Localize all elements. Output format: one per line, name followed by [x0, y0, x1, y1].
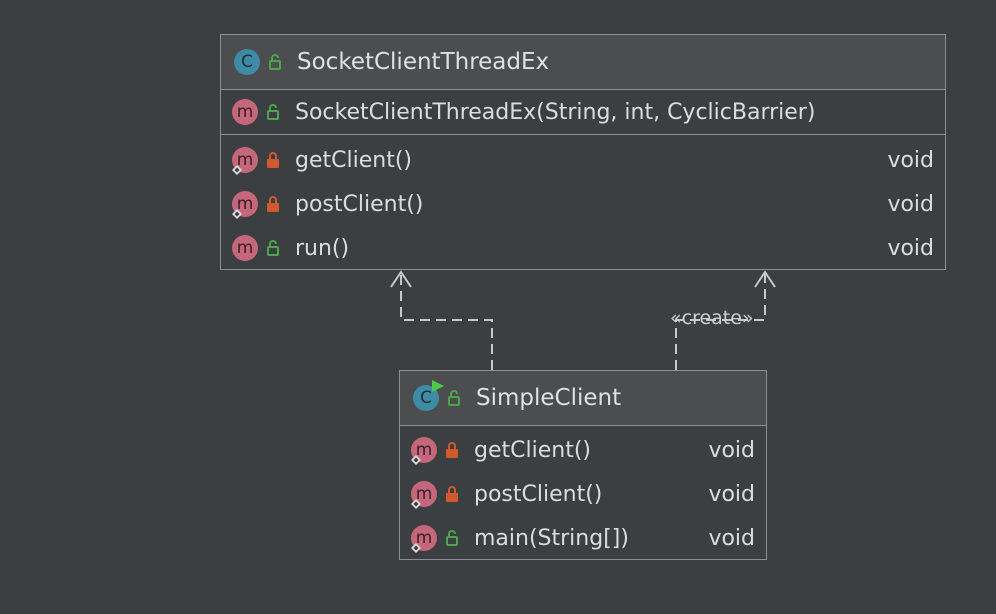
class-box-socket-client-thread-ex[interactable]: C SocketClientThreadEx m SocketClientThr… — [220, 34, 946, 270]
method-name: getClient() — [474, 437, 591, 463]
method-row[interactable]: m main(String[]) void — [400, 516, 766, 560]
create-dependency-arrowhead — [754, 270, 776, 288]
method-return-type: void — [708, 481, 755, 507]
method-icon: m — [232, 99, 258, 125]
method-return-type: void — [887, 191, 934, 217]
override-marker-icon — [411, 455, 421, 465]
method-icon: m — [232, 235, 258, 261]
methods-section: m getClient() void m postClien — [221, 135, 945, 270]
constructor-signature: SocketClientThreadEx(String, int, Cyclic… — [295, 99, 816, 125]
class-header[interactable]: C SocketClientThreadEx — [221, 35, 945, 90]
override-marker-icon — [411, 499, 421, 509]
method-row[interactable]: m getClient() void — [400, 428, 766, 472]
method-icon: m — [411, 481, 437, 509]
method-return-type: void — [708, 525, 755, 551]
method-row[interactable]: m run() void — [221, 226, 945, 270]
method-name: run() — [295, 235, 350, 261]
method-name: postClient() — [474, 481, 603, 507]
class-icon: C — [413, 380, 444, 411]
method-icon: m — [232, 147, 258, 175]
method-return-type: void — [887, 235, 934, 261]
methods-section: m getClient() void m postClien — [400, 426, 766, 560]
method-return-type: void — [887, 147, 934, 173]
method-icon: m — [411, 525, 437, 553]
method-name: getClient() — [295, 147, 412, 173]
override-marker-icon — [411, 543, 421, 553]
private-visibility-icon — [446, 486, 458, 502]
private-visibility-icon — [446, 442, 458, 458]
constructor-section: m SocketClientThreadEx(String, int, Cycl… — [221, 90, 945, 135]
dependency-line-left — [400, 272, 493, 370]
public-visibility-icon — [267, 240, 279, 256]
override-marker-icon — [232, 209, 242, 219]
override-marker-icon — [232, 165, 242, 175]
method-icon: m — [232, 191, 258, 219]
class-icon: C — [234, 49, 260, 75]
method-row[interactable]: m getClient() void — [221, 138, 945, 182]
class-name: SimpleClient — [476, 385, 622, 411]
method-name: main(String[]) — [474, 525, 629, 551]
public-visibility-icon — [269, 54, 281, 70]
create-stereotype-label: «create» — [670, 307, 754, 329]
method-row[interactable]: m postClient() void — [221, 182, 945, 226]
class-name: SocketClientThreadEx — [297, 49, 550, 75]
public-visibility-icon — [448, 390, 460, 406]
method-icon: m — [411, 437, 437, 465]
public-visibility-icon — [267, 104, 279, 120]
runnable-arrow-icon — [432, 380, 444, 392]
dependency-arrowhead-left — [390, 270, 412, 288]
class-header[interactable]: C SimpleClient — [400, 371, 766, 426]
method-return-type: void — [708, 437, 755, 463]
private-visibility-icon — [267, 152, 279, 168]
private-visibility-icon — [267, 196, 279, 212]
constructor-row[interactable]: m SocketClientThreadEx(String, int, Cycl… — [221, 90, 945, 134]
method-row[interactable]: m postClient() void — [400, 472, 766, 516]
public-visibility-icon — [446, 530, 458, 546]
class-box-simple-client[interactable]: C SimpleClient m getClient() void — [399, 370, 767, 560]
create-dependency-line — [675, 272, 766, 370]
method-name: postClient() — [295, 191, 424, 217]
